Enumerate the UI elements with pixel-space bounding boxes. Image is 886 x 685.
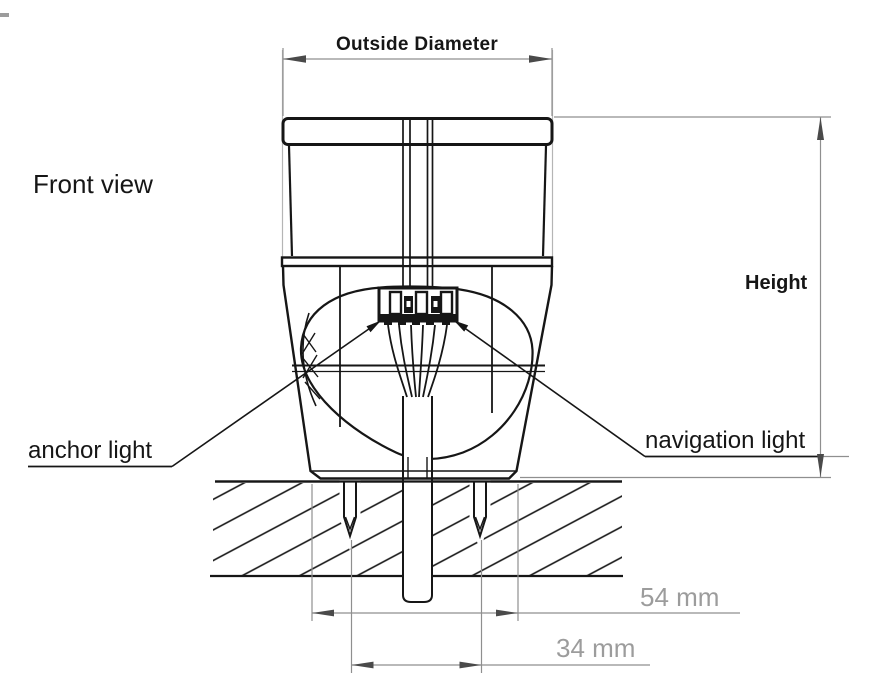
lens-edge-right: [541, 145, 548, 257]
height-label: Height: [745, 272, 808, 294]
outside-diameter-label: Outside Diameter: [336, 34, 498, 55]
pin-left: [343, 481, 357, 540]
navigation-light-label: navigation light: [645, 427, 805, 454]
dimension-outside-diameter: Outside Diameter: [282, 34, 553, 116]
view-title: Front view: [33, 169, 153, 199]
dimension-height: Height: [554, 116, 849, 477]
navigation-light-arrowhead: [454, 320, 469, 332]
lens-edge-left: [287, 145, 294, 257]
connector-block: [377, 286, 459, 325]
bowl-left-lattice: [301, 332, 321, 400]
scan-artifact-mark: [0, 13, 9, 17]
dimension-54mm: 54 mm: [311, 484, 740, 621]
mounting-pins: [339, 476, 491, 551]
pin-spacing-value: 34 mm: [556, 633, 635, 663]
pin-right: [473, 481, 487, 540]
wire-terminals: [384, 321, 450, 325]
callout-leaders: [28, 319, 818, 468]
dimension-34mm: 34 mm: [350, 540, 650, 673]
top-cap: [281, 117, 554, 146]
pin-left-tip-detail: [344, 516, 356, 531]
navigation-light-leader: [453, 319, 646, 458]
connector-slot-right: [439, 290, 454, 316]
base-width-value: 54 mm: [640, 582, 719, 612]
base-outline: [281, 265, 554, 480]
center-channel-lines: [402, 119, 434, 288]
anchor-light-label: anchor light: [28, 437, 152, 464]
collar-bar: [280, 256, 554, 268]
anchor-light-arrowhead: [366, 320, 381, 333]
anchor-light-leader: [171, 319, 382, 468]
connector-slot-left: [388, 290, 403, 316]
connector-slot-center: [414, 290, 429, 316]
wires: [387, 324, 448, 398]
pin-right-tip-detail: [474, 516, 486, 531]
power-cable: [402, 396, 433, 603]
lamp-body: [280, 50, 554, 480]
